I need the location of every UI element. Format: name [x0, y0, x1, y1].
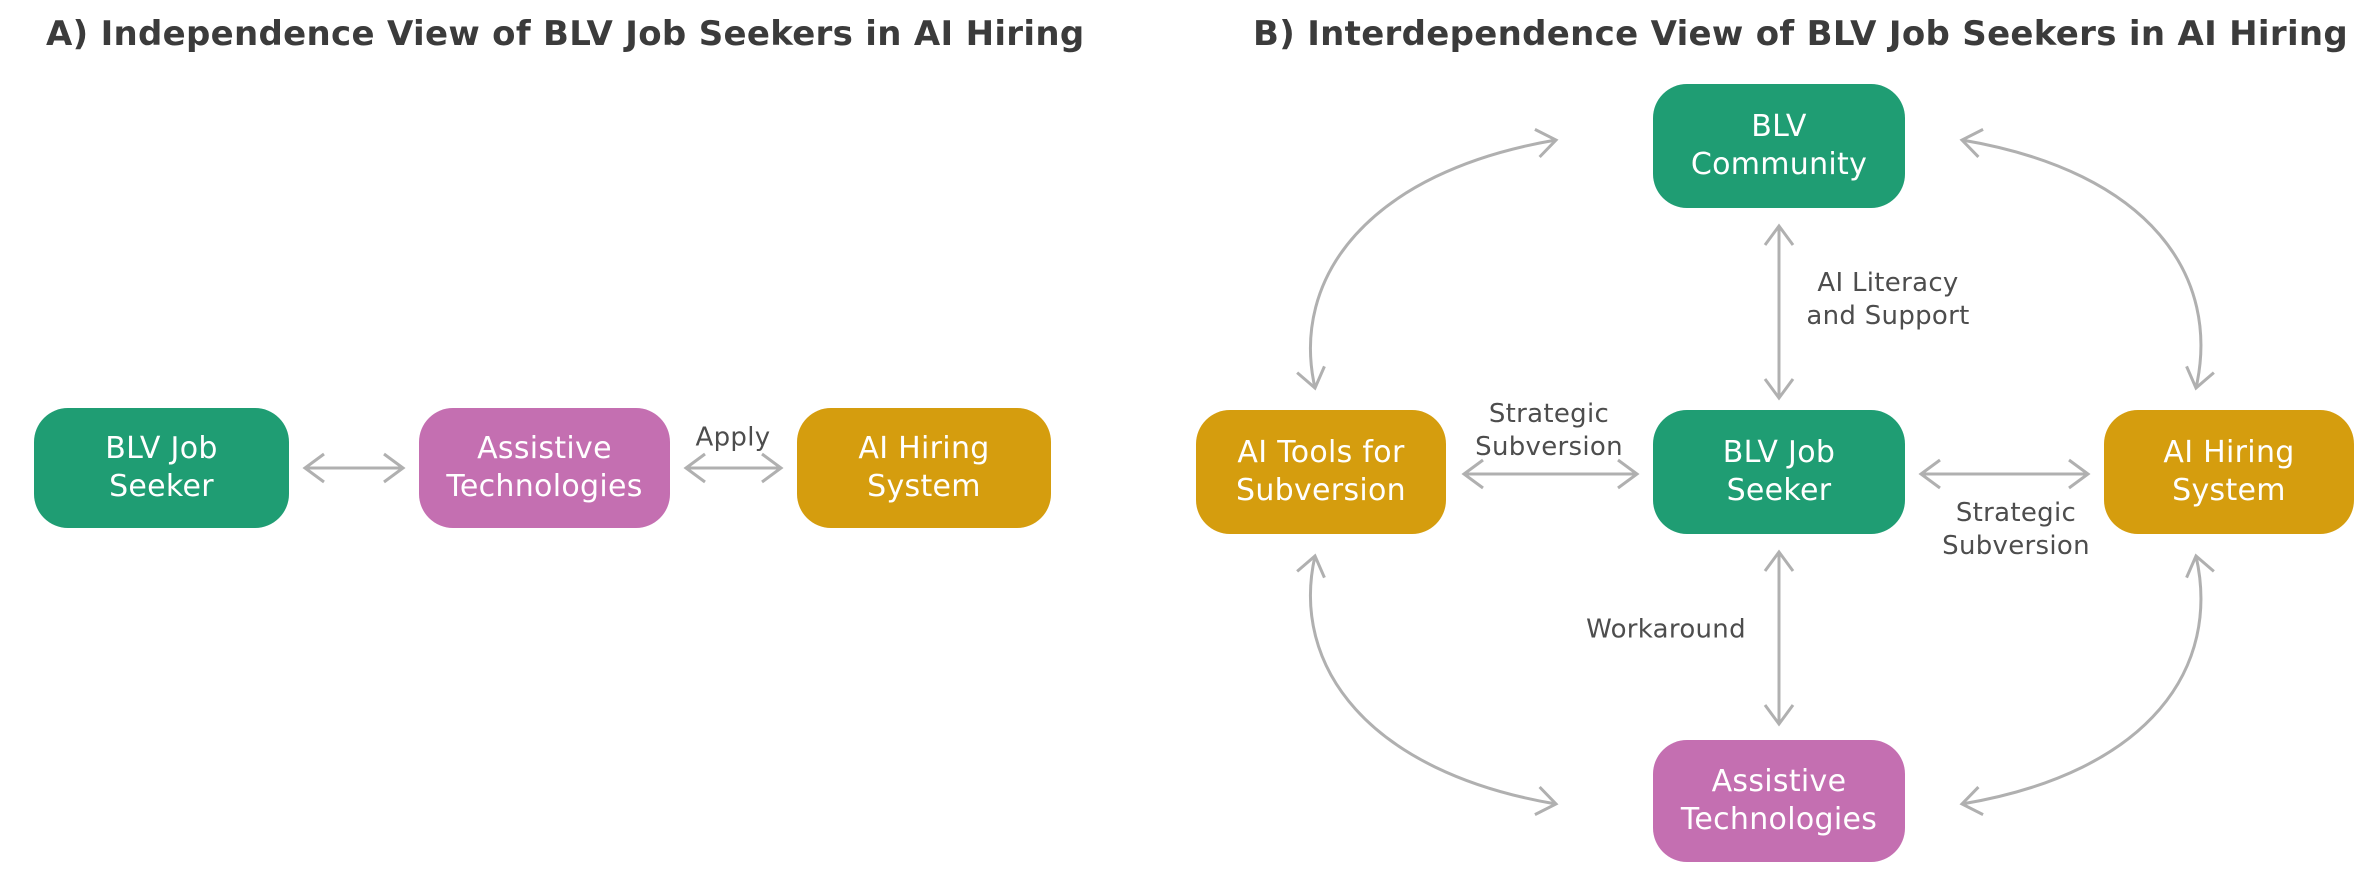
node-label: Assistive Technologies — [446, 431, 643, 504]
edge-label-strategic-subversion-right: Strategic Subversion — [1942, 498, 2090, 561]
edge-b-community-aihiring-arc — [1959, 128, 2215, 391]
node-a-blv-job-seeker: BLV Job Seeker — [34, 408, 289, 528]
node-label: AI Hiring System — [2163, 435, 2295, 508]
node-label: Assistive Technologies — [1680, 764, 1878, 837]
node-b-ai-hiring-system: AI Hiring System — [2104, 410, 2354, 534]
node-a-assistive-technologies: Assistive Technologies — [419, 408, 670, 528]
node-label: AI Tools for Subversion — [1236, 435, 1406, 508]
edge-b-aitools-assistive-arc — [1296, 553, 1559, 816]
node-a-ai-hiring-system: AI Hiring System — [797, 408, 1051, 528]
edge-b-aihiring-assistive-arc — [1959, 553, 2215, 816]
edge-label-apply: Apply — [695, 422, 771, 453]
node-label: BLV Job Seeker — [1722, 435, 1836, 508]
node-b-blv-job-seeker: BLV Job Seeker — [1653, 410, 1905, 534]
edge-b-aitools-community-arc — [1296, 128, 1559, 391]
node-label: AI Hiring System — [858, 431, 990, 504]
edge-label-ai-literacy-and-support: AI Literacy and Support — [1806, 268, 1970, 331]
node-b-ai-tools-for-subversion: AI Tools for Subversion — [1196, 410, 1446, 534]
panel-a-title: A) Independence View of BLV Job Seekers … — [46, 14, 1085, 54]
panel-b-title: B) Interdependence View of BLV Job Seeke… — [1253, 14, 2349, 54]
edge-label-workaround: Workaround — [1586, 614, 1746, 645]
node-b-blv-community: BLV Community — [1653, 84, 1905, 208]
edge-label-strategic-subversion-left: Strategic Subversion — [1475, 399, 1623, 462]
node-label: BLV Job Seeker — [105, 431, 218, 504]
node-b-assistive-technologies: Assistive Technologies — [1653, 740, 1905, 862]
node-label: BLV Community — [1690, 109, 1868, 182]
